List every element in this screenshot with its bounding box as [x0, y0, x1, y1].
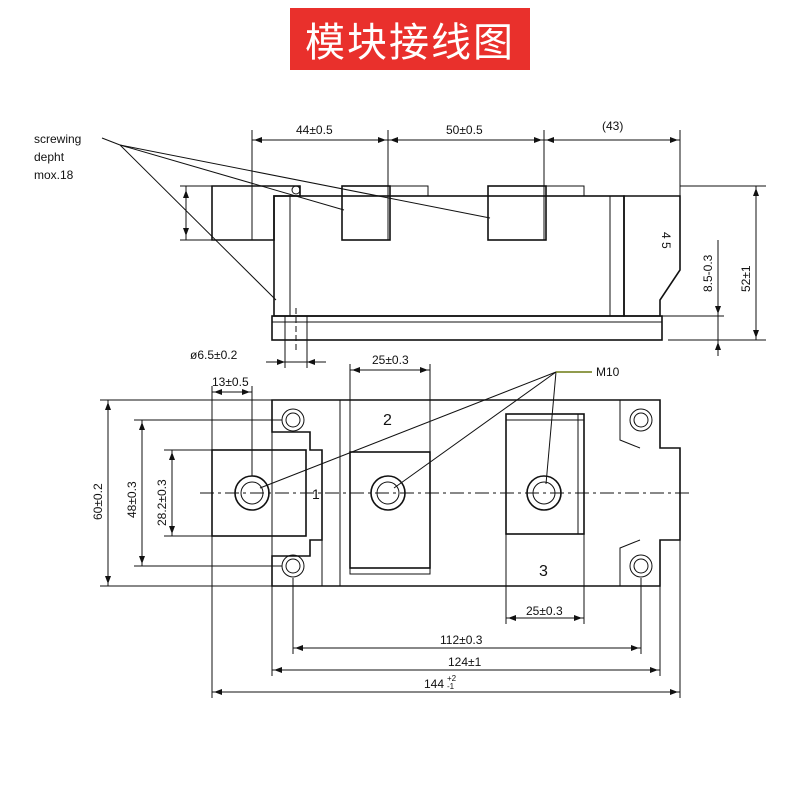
dim-60: 60±0.2	[91, 483, 105, 520]
dim-hole: ø6.5±0.2	[190, 348, 238, 362]
dim-44: 44±0.5	[296, 123, 333, 137]
top-view: 25±0.3 13±0.5 M10 60±0.2 48±0.3 28.2±0.3…	[91, 353, 692, 698]
bolt-2	[370, 475, 406, 511]
terminal-label-1: 1	[312, 486, 320, 502]
dim-144-tol-lower: -1	[447, 682, 455, 691]
callout-line-3: mox.18	[34, 168, 74, 182]
bolt-3	[526, 475, 562, 511]
dim-52: 52±1	[739, 265, 753, 292]
mount-hole-tl	[281, 408, 305, 432]
side-base-plate	[271, 315, 663, 341]
dim-25-bottom: 25±0.3	[526, 604, 563, 618]
dim-pins: 4 5	[659, 232, 673, 249]
dim-124: 124±1	[448, 655, 482, 669]
callout-line-2: depht	[34, 150, 65, 164]
mount-hole-br	[629, 554, 653, 578]
side-terminal-3	[487, 185, 547, 241]
dim-48: 48±0.3	[125, 481, 139, 518]
side-view: screwing depht mox.18 44±0.5 50±0.5 (43)…	[34, 119, 766, 368]
dim-112: 112±0.3	[440, 633, 483, 647]
dim-28: 28.2±0.3	[155, 479, 169, 526]
dim-50: 50±0.5	[446, 123, 483, 137]
dim-8-5: 8.5-0.3	[701, 254, 715, 292]
dim-144: 144	[424, 677, 444, 691]
callout-line-1: screwing	[34, 132, 81, 146]
dim-43: (43)	[602, 119, 623, 133]
side-terminal-2	[341, 185, 391, 241]
terminal-label-3: 3	[539, 563, 548, 580]
terminal-3-pad	[505, 413, 585, 535]
dim-144-tol-upper: +2	[447, 674, 457, 683]
thread-label: M10	[596, 365, 620, 379]
side-housing	[273, 195, 625, 317]
terminal-label-2: 2	[383, 412, 392, 429]
dim-25-top: 25±0.3	[372, 353, 409, 367]
page-title: 模块接线图	[290, 8, 530, 70]
mount-hole-tr	[629, 408, 653, 432]
dim-13: 13±0.5	[212, 375, 249, 389]
mount-hole-bl	[281, 554, 305, 578]
